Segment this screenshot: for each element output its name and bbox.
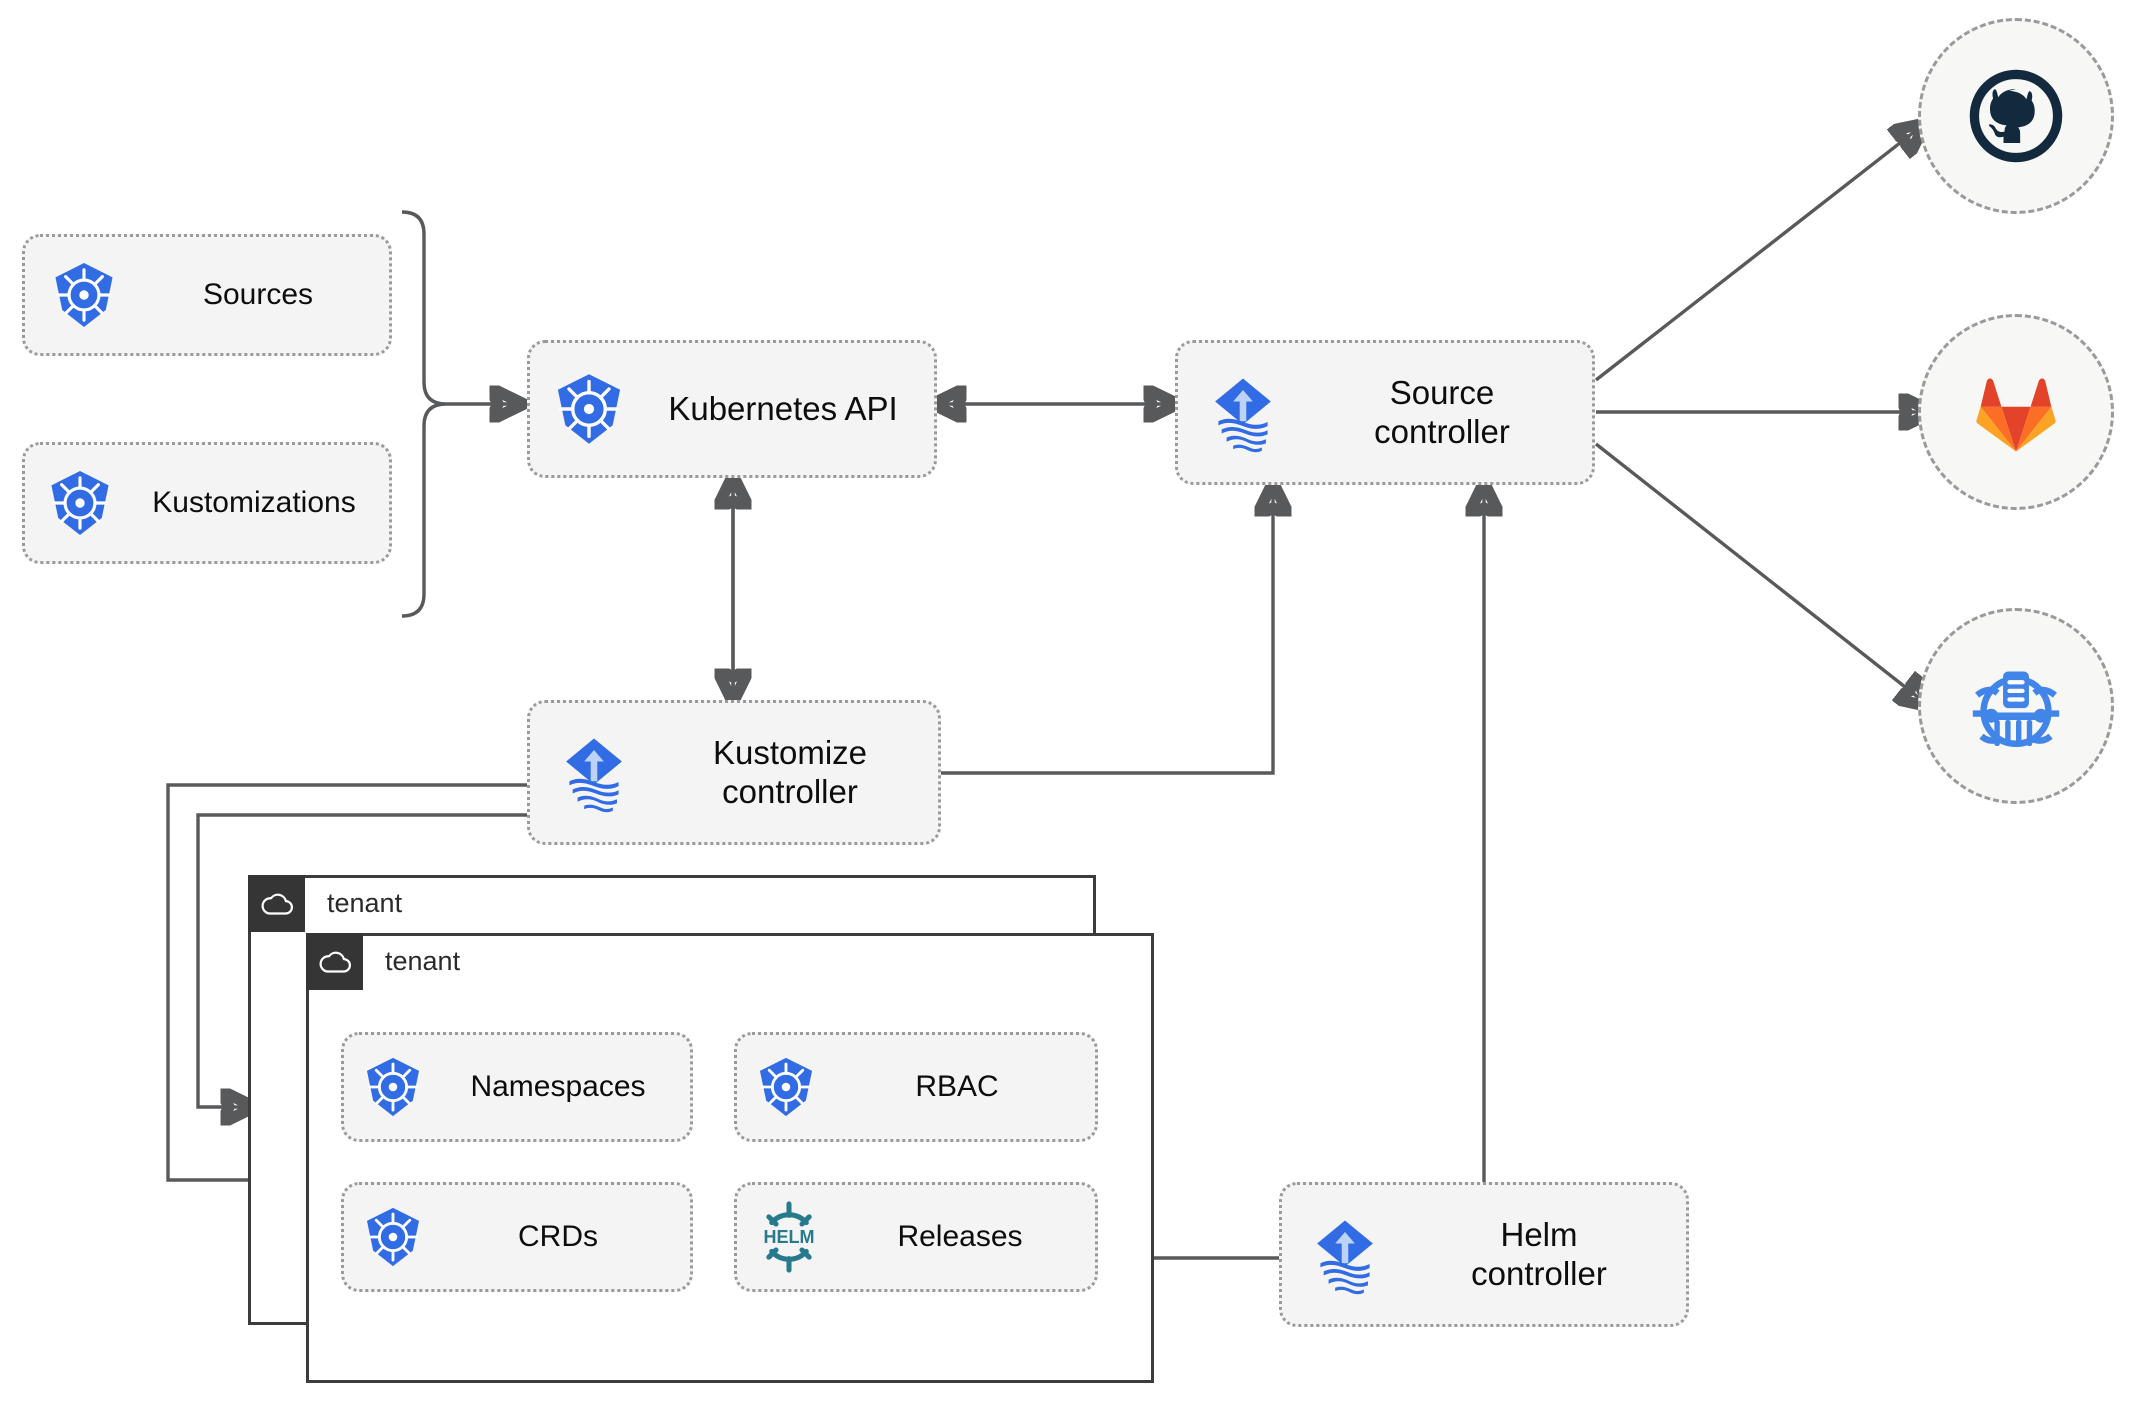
node-crds[interactable]: CRDs: [341, 1182, 693, 1292]
node-releases-label: Releases: [897, 1220, 1023, 1254]
provider-gitlab[interactable]: [1918, 314, 2114, 510]
tenant-inner-header: tenant: [306, 933, 460, 990]
kubernetes-icon: [25, 261, 143, 329]
node-namespaces[interactable]: Namespaces: [341, 1032, 693, 1142]
kubernetes-icon: [25, 469, 135, 537]
provider-harbor[interactable]: [1918, 608, 2114, 804]
node-sources[interactable]: Sources: [22, 234, 392, 356]
cloud-icon: [248, 875, 305, 932]
cloud-icon: [306, 933, 363, 990]
flux-icon: [1178, 372, 1308, 454]
kubernetes-icon: [344, 1056, 442, 1118]
node-rbac-label: RBAC: [915, 1070, 999, 1104]
node-kubernetes-api[interactable]: Kubernetes API: [527, 340, 937, 478]
kubernetes-icon: [344, 1206, 442, 1268]
gitlab-icon: [1976, 378, 2056, 452]
svg-text:HELM: HELM: [764, 1227, 815, 1247]
node-kustomizations-label: Kustomizations: [152, 486, 356, 520]
kubernetes-icon: [737, 1056, 835, 1118]
flux-icon: [1282, 1214, 1408, 1296]
node-kustomizations[interactable]: Kustomizations: [22, 442, 392, 564]
node-crds-label: CRDs: [518, 1220, 598, 1254]
node-releases[interactable]: HELM Releases: [734, 1182, 1098, 1292]
edge-kustomize-to-source: [941, 485, 1273, 775]
flux-icon: [530, 732, 658, 814]
edge-source-to-github: [1594, 125, 1923, 382]
node-kubernetes-api-label: Kubernetes API: [668, 389, 898, 427]
node-kustomize-controller-label: Kustomize controller: [712, 733, 868, 810]
kubernetes-icon: [530, 372, 648, 446]
helm-icon: HELM: [737, 1201, 841, 1273]
github-icon: [1969, 69, 2063, 163]
tenant-outer-header: tenant: [248, 875, 402, 932]
node-source-controller-label: Source controller: [1374, 373, 1510, 450]
tenant-inner: tenant: [306, 933, 1154, 1383]
node-rbac[interactable]: RBAC: [734, 1032, 1098, 1142]
node-source-controller[interactable]: Source controller: [1175, 340, 1595, 485]
node-sources-label: Sources: [202, 278, 314, 312]
edge-source-to-harbor: [1594, 442, 1928, 705]
node-namespaces-label: Namespaces: [470, 1070, 646, 1104]
node-kustomize-controller[interactable]: Kustomize controller: [527, 700, 941, 845]
tenant-inner-label: tenant: [385, 946, 461, 976]
provider-github[interactable]: [1918, 18, 2114, 214]
node-helm-controller-label: Helm controller: [1471, 1215, 1607, 1292]
harbor-icon: [1972, 671, 2060, 748]
edge-group-bracket: [401, 210, 447, 618]
tenant-outer-label: tenant: [327, 888, 403, 918]
node-helm-controller[interactable]: Helm controller: [1279, 1182, 1689, 1327]
